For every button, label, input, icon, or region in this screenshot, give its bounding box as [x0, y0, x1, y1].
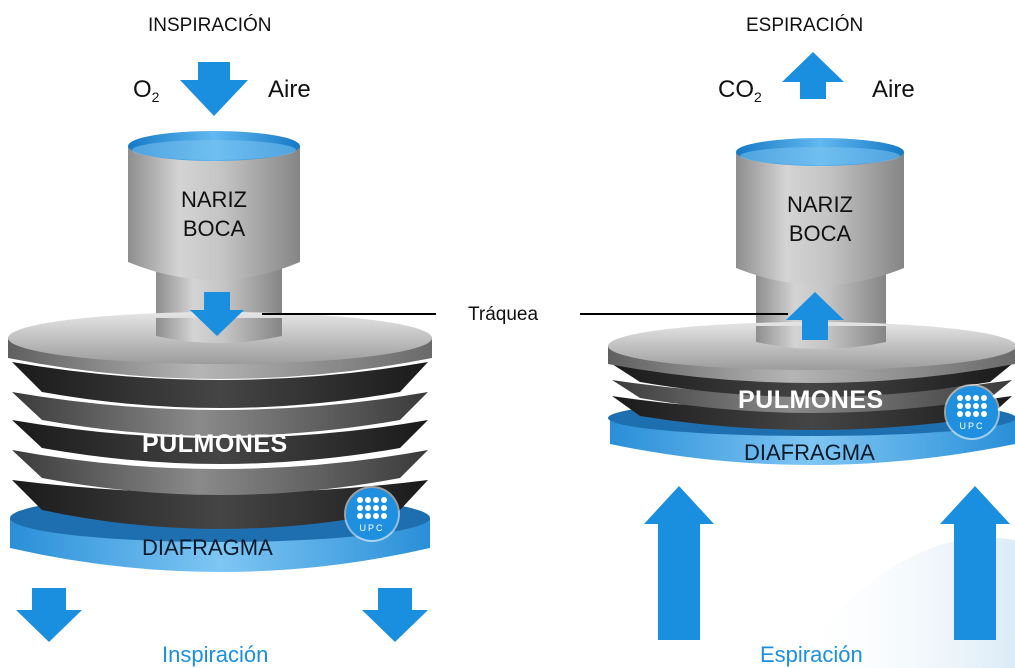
- lungs-label-left: PULMONES: [142, 430, 288, 458]
- up-arrow-right-icon: [940, 486, 1010, 640]
- expiration-phase-label: Espiración: [760, 642, 863, 667]
- oxygen-label: O2: [133, 76, 160, 105]
- upc-logo-right: UPC: [946, 386, 998, 438]
- diaphragm-label-left: DIAFRAGMA: [142, 535, 273, 560]
- air-label-right: Aire: [872, 76, 915, 103]
- co2-label: CO2: [718, 76, 762, 105]
- upc-logo-left: UPC: [346, 488, 398, 540]
- nose-mouth-cylinder-right: [736, 152, 904, 285]
- up-arrow-left-icon: [644, 486, 714, 640]
- nose-mouth-cylinder: [128, 146, 300, 280]
- outflow-arrow-icon: [782, 52, 844, 99]
- diaphragm-label-right: DIAFRAGMA: [744, 440, 875, 465]
- lungs-label-right: PULMONES: [738, 386, 884, 414]
- inspiration-phase-label: Inspiración: [162, 642, 269, 667]
- left-bellows: [8, 312, 432, 572]
- air-label-left: Aire: [268, 76, 311, 103]
- inflow-arrow-icon: [180, 62, 248, 116]
- expiration-title: ESPIRACIÓN: [746, 15, 864, 36]
- trachea-up-arrow-icon: [786, 292, 844, 340]
- down-arrow-right-icon: [362, 588, 428, 642]
- down-arrow-left-icon: [16, 588, 82, 642]
- trachea-label: Tráquea: [468, 304, 539, 325]
- inspiration-title: INSPIRACIÓN: [148, 15, 272, 36]
